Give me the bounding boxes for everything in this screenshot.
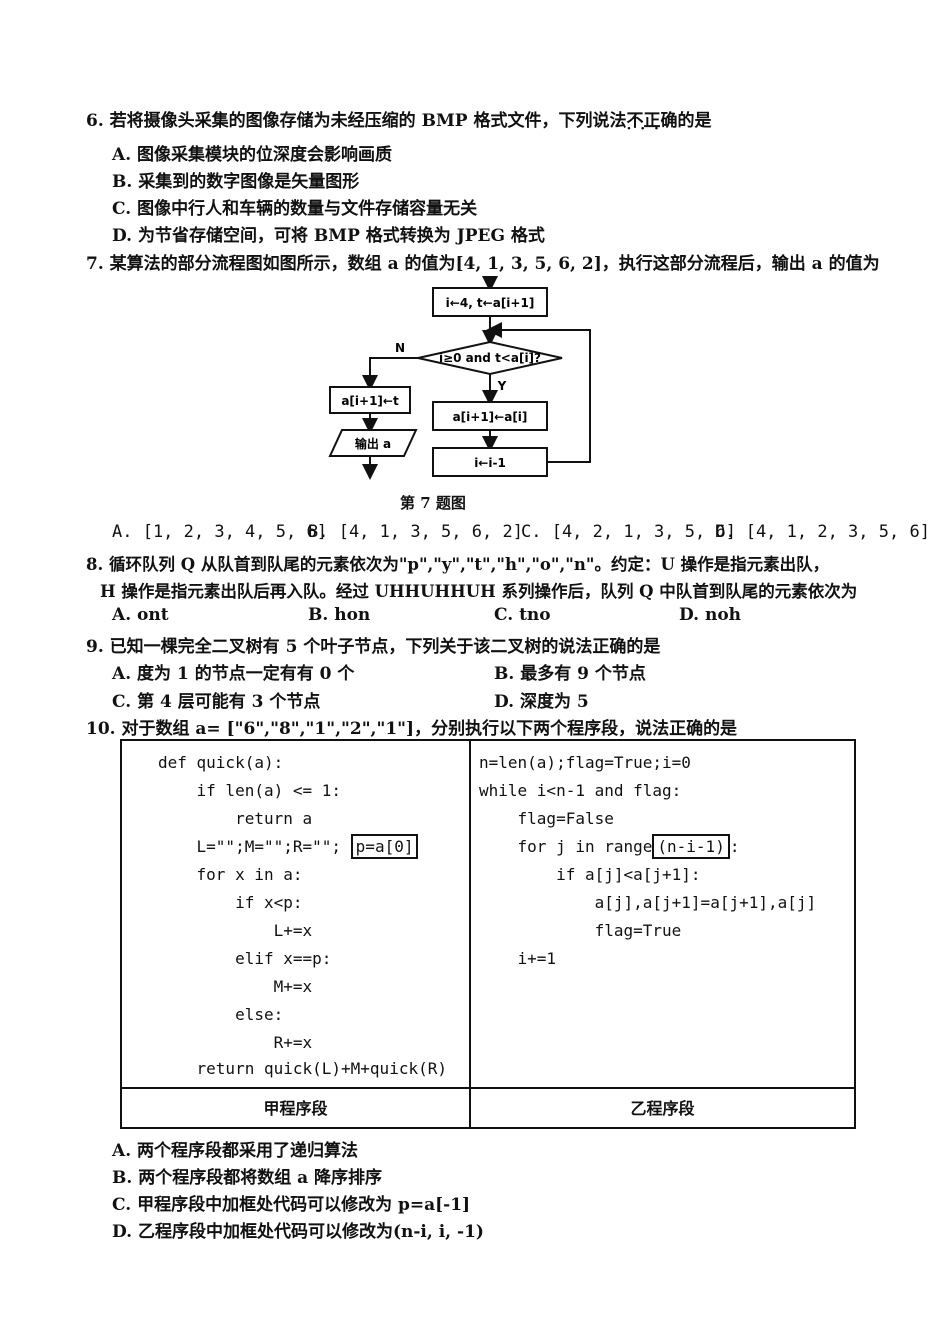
- left-code-line-9: M+=x: [158, 977, 313, 996]
- q8-option-a: A. ont: [112, 605, 169, 625]
- flowchart-no-label: N: [395, 341, 405, 355]
- right-program-label: 乙程序段: [630, 1099, 695, 1118]
- q8-option-c: C. tno: [494, 605, 551, 625]
- q8-option-d: D. noh: [679, 605, 742, 625]
- flowchart-init-text: i←4, t←a[i+1]: [446, 296, 535, 310]
- right-code-line-4: for j in range(n-i-1):: [479, 834, 740, 859]
- flowchart-init-box: [432, 287, 548, 317]
- left-code-line-6: if x<p:: [158, 893, 303, 912]
- q6-stem: 6. 若将摄像头采集的图像存储为未经压缩的 BMP 格式文件，下列说法不正确的是: [86, 106, 711, 131]
- q10-option-b: B. 两个程序段都将数组 a 降序排序: [112, 1168, 383, 1188]
- q7-option-c: C. [4, 2, 1, 3, 5, 6]: [521, 522, 736, 542]
- left-code-line-11: R+=x: [158, 1033, 313, 1052]
- q9-option-a: A. 度为 1 的节点一定有有 0 个: [112, 664, 355, 684]
- flowchart-diagram: i←4, t←a[i+1] i≥0 and t<a[i]? N Y a[i+1]…: [328, 276, 591, 480]
- q6-stem-emphasis: 不正确: [626, 111, 677, 131]
- flowchart-condition-text: i≥0 and t<a[i]?: [439, 351, 541, 365]
- q7-option-d: D. [4, 1, 2, 3, 5, 6]: [715, 522, 930, 542]
- q7-option-a: A. [1, 2, 3, 4, 5, 6]: [112, 522, 327, 542]
- q10-option-d: D. 乙程序段中加框处代码可以修改为(n-i, i, -1): [112, 1222, 484, 1242]
- left-boxed-code: p=a[0]: [350, 834, 419, 859]
- right-code-line-2: while i<n-1 and flag:: [479, 781, 682, 800]
- q6-option-a: A. 图像采集模块的位深度会影响画质: [112, 145, 393, 165]
- right-boxed-suffix: :: [729, 837, 740, 856]
- left-code-line-2: if len(a) <= 1:: [158, 781, 342, 800]
- q9-option-c: C. 第 4 层可能有 3 个节点: [112, 692, 321, 712]
- left-code-line-8: elif x==p:: [158, 949, 332, 968]
- q9-stem: 9. 已知一棵完全二叉树有 5 个叶子节点，下列关于该二叉树的说法正确的是: [86, 637, 661, 657]
- right-code-line-3: flag=False: [479, 809, 614, 828]
- code-column-left: def quick(a): if len(a) <= 1: return a L…: [122, 741, 471, 1087]
- q8-stem-line1: 8. 循环队列 Q 从队首到队尾的元素依次为"p","y","t","h","o…: [86, 555, 830, 574]
- q6-option-c: C. 图像中行人和车辆的数量与文件存储容量无关: [112, 199, 478, 219]
- q10-stem: 10. 对于数组 a= ["6","8","1","2","1"]，分别执行以下…: [86, 719, 738, 739]
- flowchart-decrement-text: i←i-1: [474, 456, 506, 470]
- left-code-line-7: L+=x: [158, 921, 313, 940]
- q7-option-b: B. [4, 1, 3, 5, 6, 2]: [308, 522, 523, 542]
- flowchart-assign-t-box: [329, 386, 411, 414]
- flowchart-caption: 第 7 题图: [400, 494, 466, 512]
- right-code-line-4-text: for j in range: [479, 837, 653, 856]
- right-code-line-5: if a[j]<a[j+1]:: [479, 865, 701, 884]
- left-code-line-3: return a: [158, 809, 313, 828]
- left-code-line-4-text: L="";M="";R="";: [158, 837, 342, 856]
- right-code-line-8: i+=1: [479, 949, 557, 968]
- left-code-line-1: def quick(a):: [158, 753, 284, 772]
- flowchart-assign-t-text: a[i+1]←t: [341, 394, 399, 408]
- q10-option-c: C. 甲程序段中加框处代码可以修改为 p=a[-1]: [112, 1195, 471, 1215]
- right-code-line-7: flag=True: [479, 921, 682, 940]
- q10-option-a: A. 两个程序段都采用了递归算法: [112, 1141, 359, 1161]
- flowchart-output-text: 输出 a: [355, 436, 391, 451]
- flowchart-output-box: [328, 429, 418, 457]
- code-table: def quick(a): if len(a) <= 1: return a L…: [120, 739, 856, 1129]
- flowchart-decrement-box: [432, 447, 548, 477]
- right-code-line-6: a[j],a[j+1]=a[j+1],a[j]: [479, 893, 817, 912]
- code-table-footer: 甲程序段 乙程序段: [122, 1087, 854, 1129]
- q6-stem-pre: 6. 若将摄像头采集的图像存储为未经压缩的 BMP 格式文件，下列说法: [86, 111, 627, 131]
- code-column-right: n=len(a);flag=True;i=0 while i<n-1 and f…: [469, 741, 854, 1087]
- q8-option-b: B. hon: [308, 605, 371, 625]
- q9-option-b: B. 最多有 9 个节点: [494, 664, 646, 684]
- flowchart-shift-text: a[i+1]←a[i]: [453, 410, 528, 424]
- left-code-line-10: else:: [158, 1005, 284, 1024]
- left-code-line-5: for x in a:: [158, 865, 303, 884]
- q6-option-d: D. 为节省存储空间，可将 BMP 格式转换为 JPEG 格式: [112, 226, 545, 246]
- left-program-label: 甲程序段: [122, 1089, 471, 1129]
- q8-stem-line2: H 操作是指元素出队后再入队。经过 UHHUHHUH 系列操作后，队列 Q 中队…: [100, 582, 858, 601]
- q7-stem: 7. 某算法的部分流程图如图所示，数组 a 的值为[4, 1, 3, 5, 6,…: [86, 254, 880, 274]
- q6-stem-post: 的是: [677, 111, 712, 131]
- q6-option-b: B. 采集到的数字图像是矢量图形: [112, 172, 360, 192]
- flowchart-yes-label: Y: [497, 379, 507, 393]
- right-code-line-1: n=len(a);flag=True;i=0: [479, 753, 691, 772]
- left-code-line-12: return quick(L)+M+quick(R): [158, 1059, 447, 1078]
- right-boxed-code: (n-i-1): [652, 834, 730, 859]
- left-code-line-4: L="";M="";R=""; p=a[0]: [158, 834, 419, 859]
- q9-option-d: D. 深度为 5: [494, 692, 589, 712]
